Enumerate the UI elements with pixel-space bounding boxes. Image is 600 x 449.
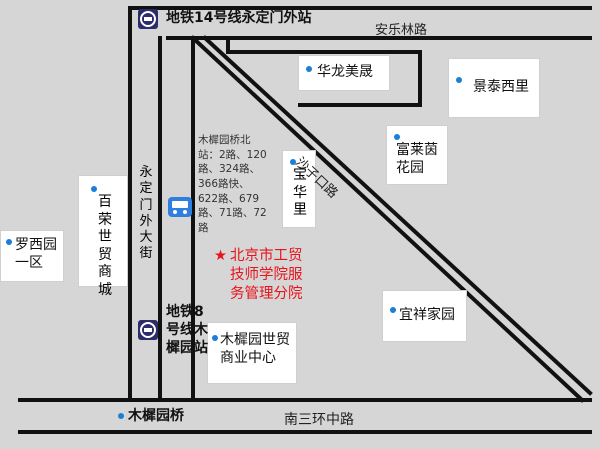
poi-label-fulaiyin: 富莱茵花园 bbox=[396, 142, 438, 176]
metro-icon bbox=[138, 9, 158, 29]
poi-dot-icon bbox=[212, 335, 218, 341]
road-label-anlelin: 安乐林路 bbox=[375, 23, 428, 38]
metro-icon bbox=[138, 320, 158, 340]
poi-label-bairong: 百荣世贸商城 bbox=[98, 194, 112, 298]
poi-luoxiyuan[interactable]: 罗西园一区 bbox=[0, 230, 64, 282]
target-star-icon: ★ bbox=[214, 248, 227, 264]
road-label-yongdingmenwai: 永定门外大街 bbox=[139, 165, 153, 262]
bus-icon bbox=[168, 197, 192, 217]
target-location[interactable]: ★ 北京市工贸技师学院服务管理分院 bbox=[214, 247, 314, 304]
poi-jingtai[interactable]: 景泰西里 bbox=[448, 58, 540, 118]
poi-muxi-trade[interactable]: 木樨园世贸商业中心 bbox=[207, 322, 297, 384]
poi-label-baohua: 宝华里 bbox=[293, 167, 307, 218]
poi-label-muxiyuan-bridge[interactable]: 木樨园桥 bbox=[128, 408, 184, 424]
poi-label-muxi-trade: 木樨园世贸商业中心 bbox=[220, 332, 290, 366]
poi-bairong[interactable]: 百荣世贸商城 bbox=[78, 175, 128, 298]
poi-label-hualong: 华龙美晟 bbox=[317, 64, 373, 80]
bus-stop[interactable] bbox=[168, 197, 192, 217]
poi-dot-icon bbox=[91, 186, 97, 192]
poi-label-jingtai: 景泰西里 bbox=[473, 79, 529, 95]
poi-dot-icon bbox=[456, 77, 462, 83]
poi-fulaiyin[interactable]: 富莱茵花园 bbox=[386, 125, 448, 185]
poi-dot-icon bbox=[290, 159, 296, 165]
bridge-dot-icon bbox=[118, 413, 124, 419]
poi-dot-icon bbox=[6, 239, 12, 245]
metro-label-muxiyuan: 地铁8号线木樨园站 bbox=[166, 304, 208, 357]
road-label-nansanhuan: 南三环中路 bbox=[284, 412, 354, 428]
poi-xiangxiang[interactable]: 宜祥家园 bbox=[382, 290, 467, 342]
poi-dot-icon bbox=[306, 66, 312, 72]
metro-label-yongdingmen: 地铁14号线永定门外站 bbox=[166, 10, 312, 26]
poi-baohua[interactable]: 宝华里 bbox=[282, 150, 316, 228]
poi-dot-icon bbox=[390, 307, 396, 313]
poi-label-luoxiyuan: 罗西园一区 bbox=[15, 237, 57, 271]
bus-stop-info: 木樨园桥北站：2路、120路、324路、366路快、622路、679路、71路、… bbox=[198, 134, 267, 235]
poi-label-xiangxiang: 宜祥家园 bbox=[399, 307, 455, 323]
poi-dot-icon bbox=[394, 134, 400, 140]
metro-station-muxiyuan[interactable] bbox=[138, 320, 158, 340]
target-label: 北京市工贸技师学院服务管理分院 bbox=[230, 248, 303, 302]
poi-hualong[interactable]: 华龙美晟 bbox=[298, 55, 390, 91]
